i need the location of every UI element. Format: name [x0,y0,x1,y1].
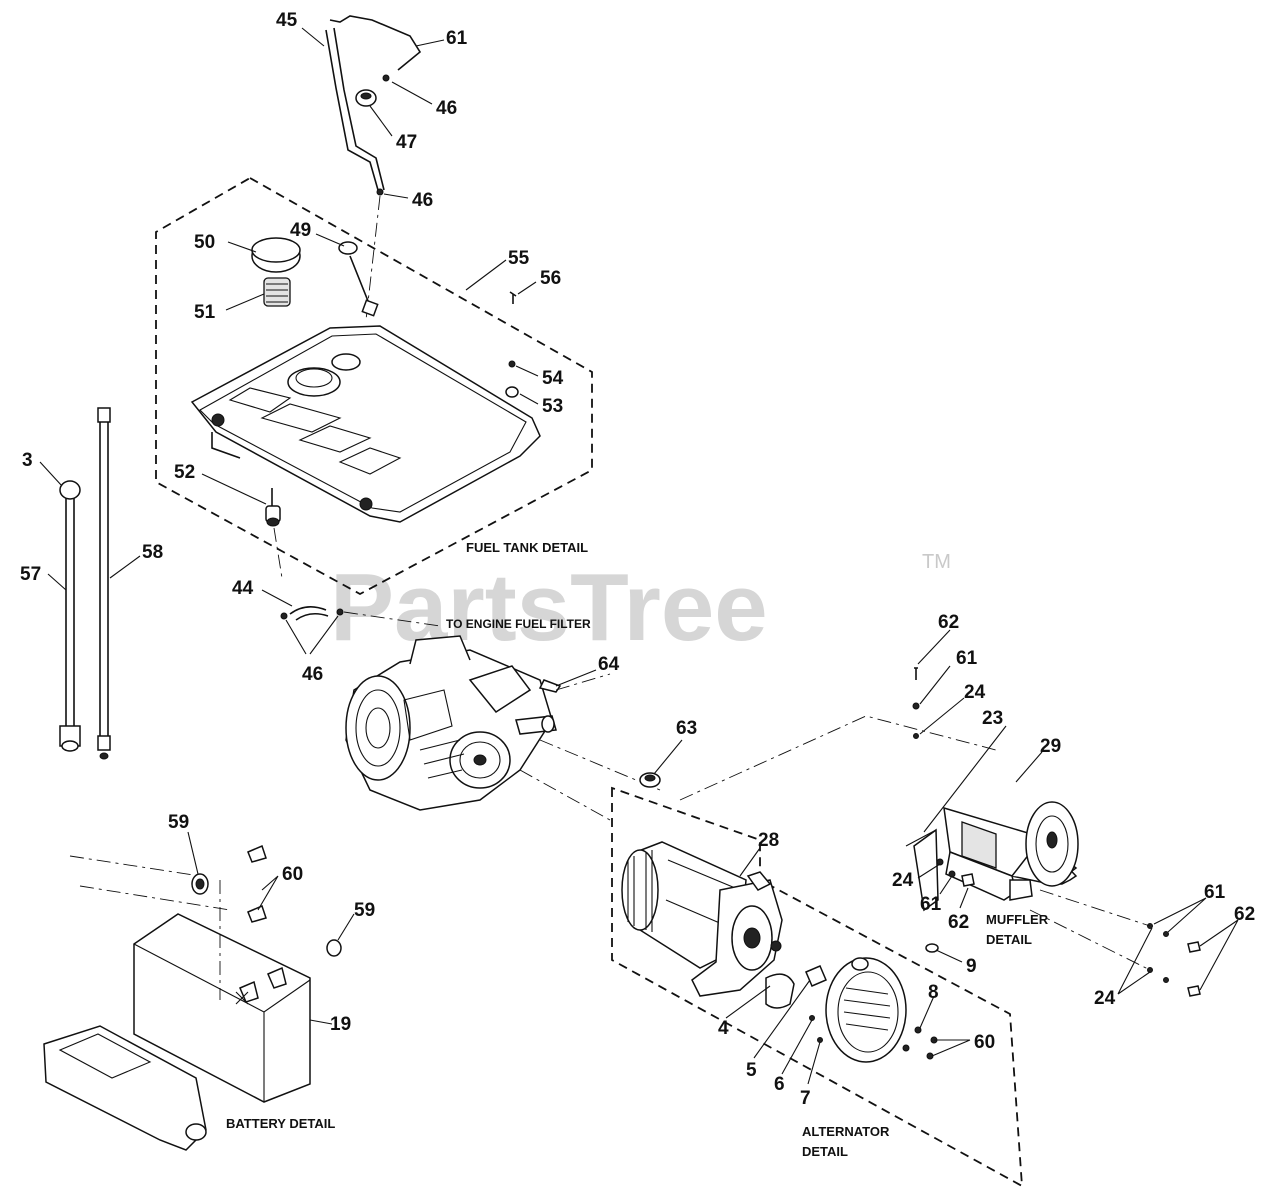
vent-hose [329,15,422,71]
callout-55: 55 [508,248,530,269]
battery-cables [59,407,111,760]
callout-numbers: 45 61 46 47 46 49 50 55 56 51 54 53 3 52… [20,10,1255,1109]
fuel-strainer [263,277,291,307]
callout-64: 64 [598,654,620,675]
callout-24: 24 [964,682,986,703]
callout-8: 8 [928,982,939,1003]
callout-61: 61 [1204,882,1226,903]
callout-46: 46 [436,98,457,119]
callout-63: 63 [676,718,697,739]
callout-59: 59 [354,900,375,921]
callout-45: 45 [276,10,298,31]
callout-61: 61 [920,894,942,915]
callout-62: 62 [938,612,959,633]
callout-54: 54 [542,368,564,389]
callout-28: 28 [758,830,779,851]
alternator-detail-label-line1: ALTERNATOR [802,1124,890,1139]
callout-53: 53 [542,396,563,417]
watermark-brand: PartsTree [330,554,768,661]
callout-60: 60 [974,1032,995,1053]
battery-detail: BATTERY DETAIL [43,844,342,1151]
callout-49: 49 [290,220,311,241]
callout-57: 57 [20,564,41,585]
callout-62: 62 [1234,904,1255,925]
alternator-detail-border [611,786,1024,1188]
callout-24: 24 [1094,988,1116,1009]
callout-51: 51 [194,302,216,323]
muffler-detail: MUFFLER DETAIL [679,667,1201,997]
alternator-detail: ALTERNATOR DETAIL [611,786,1024,1188]
fuel-tank [190,325,541,523]
callout-24: 24 [892,870,914,891]
fuel-line: TO ENGINE FUEL FILTER [280,606,591,631]
callout-52: 52 [174,462,195,483]
callout-61: 61 [956,648,978,669]
callout-9: 9 [966,956,977,977]
callout-59: 59 [168,812,189,833]
callout-61: 61 [446,28,468,49]
callout-46: 46 [302,664,323,685]
callout-3: 3 [22,450,33,471]
alternator-detail-label-line2: DETAIL [802,1144,848,1159]
callout-7: 7 [800,1088,811,1109]
callout-58: 58 [142,542,163,563]
muffler-detail-label-line1: MUFFLER [986,912,1049,927]
engine-fuel-filter-note: TO ENGINE FUEL FILTER [446,617,591,631]
callout-47: 47 [396,132,417,153]
fuel-tank-detail-label: FUEL TANK DETAIL [466,540,588,555]
fuel-tank-detail-border [155,176,593,596]
callout-5: 5 [746,1060,757,1081]
callout-46: 46 [412,190,433,211]
callout-62: 62 [948,912,969,933]
callout-23: 23 [982,708,1003,729]
callout-19: 19 [330,1014,351,1035]
engine [345,635,661,821]
watermark-trademark: TM [922,551,951,573]
muffler-detail-label-line2: DETAIL [986,932,1032,947]
callout-56: 56 [540,268,561,289]
part-63 [639,772,661,788]
callout-50: 50 [194,232,215,253]
fuel-tank-detail: FUEL TANK DETAIL [155,15,593,596]
battery-detail-label: BATTERY DETAIL [226,1116,335,1131]
callout-44: 44 [232,578,254,599]
callout-4: 4 [718,1018,729,1039]
callout-60: 60 [282,864,303,885]
leader-lines [39,27,1239,1085]
battery [133,913,311,1103]
callout-6: 6 [774,1074,785,1095]
callout-29: 29 [1040,736,1061,757]
